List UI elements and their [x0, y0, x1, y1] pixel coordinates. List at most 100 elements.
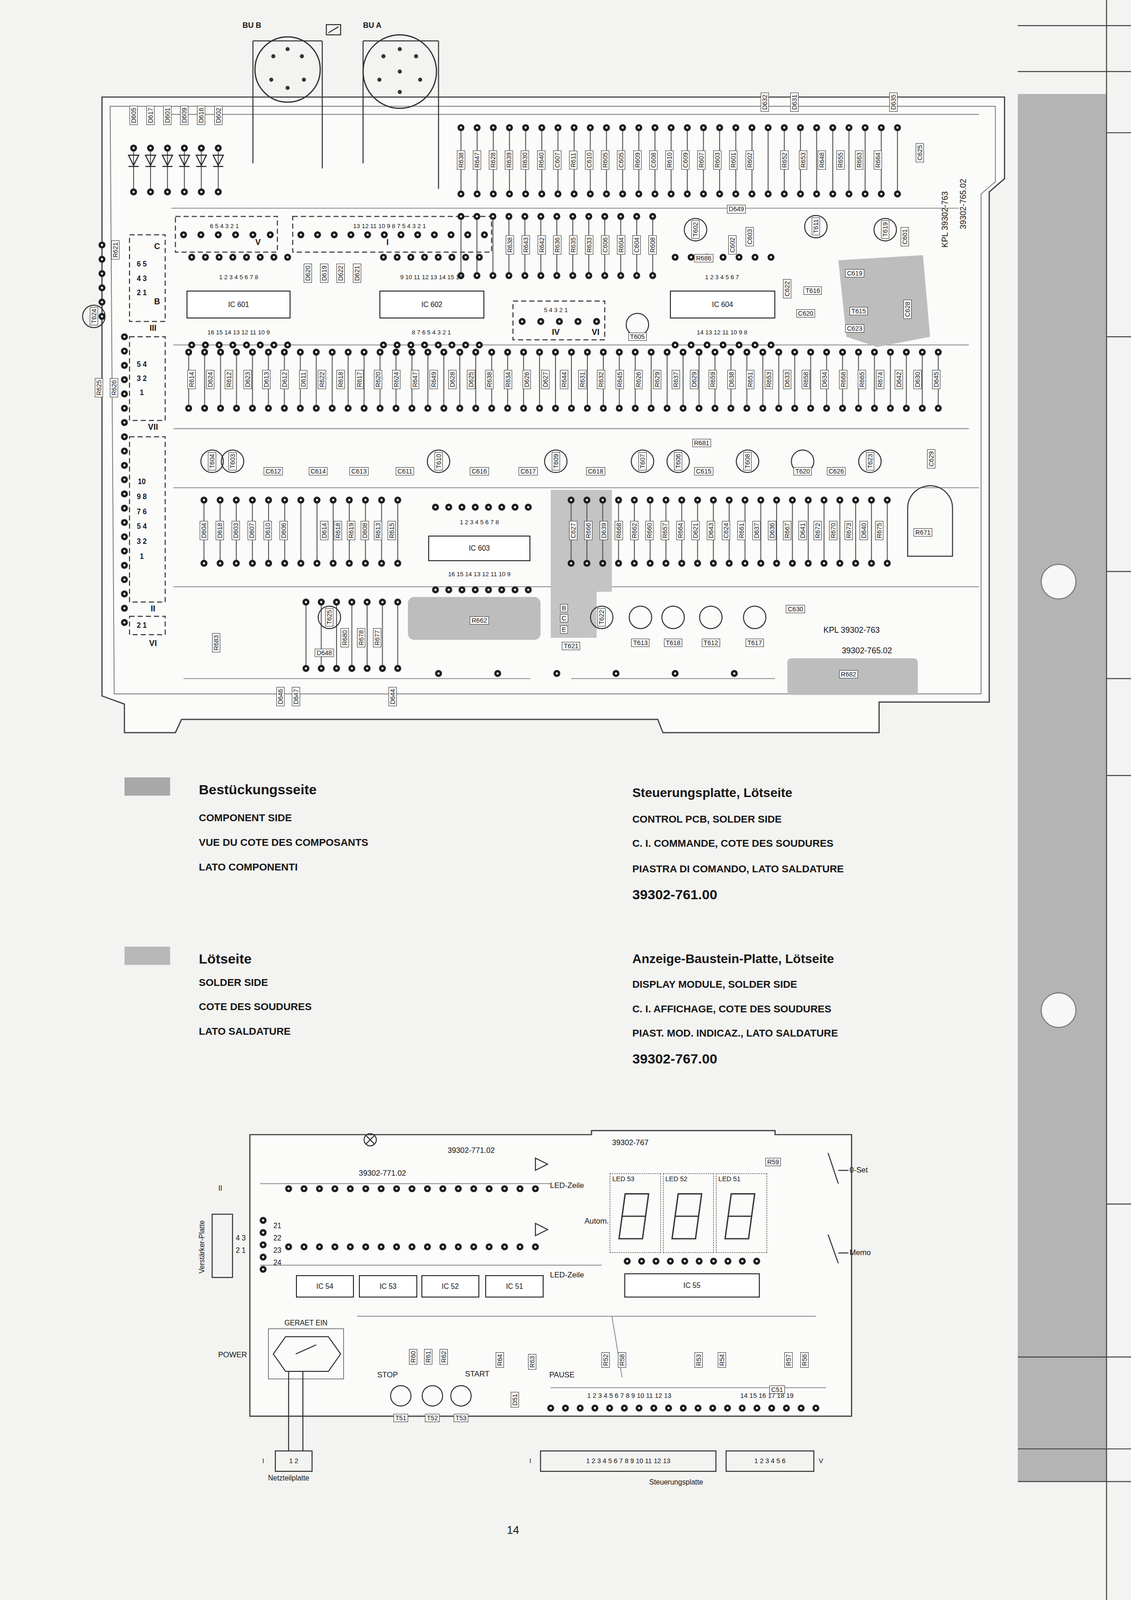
pad-hole [743, 561, 747, 565]
pad-hole [506, 406, 509, 410]
solder-pad [671, 669, 679, 677]
component-label: R622 [317, 369, 327, 390]
solder-pad [214, 144, 222, 152]
pad-hole [681, 350, 685, 353]
component-label: R680 [340, 627, 349, 648]
solder-pad [202, 341, 209, 349]
pad-hole [889, 406, 892, 410]
solder-pad [488, 348, 496, 356]
component-label: D612 [280, 369, 289, 390]
pad-hole [383, 233, 386, 236]
component-label: D604 [199, 520, 208, 540]
pad-hole [814, 1406, 818, 1409]
component-label: C604 [632, 235, 641, 255]
pad-hole [487, 505, 490, 509]
solder-pad [285, 1242, 292, 1250]
solder-pad [393, 253, 401, 261]
solder-pad [344, 404, 352, 412]
component-label: R668 [614, 520, 623, 540]
solder-pad [215, 253, 223, 261]
display-digit: LED 53 [609, 1172, 661, 1253]
component-label: D635 [889, 92, 898, 112]
pad-hole [593, 1406, 597, 1409]
solder-pad [98, 255, 106, 263]
solder-pad [667, 124, 675, 131]
solder-pad [120, 533, 128, 540]
pad-hole [487, 588, 490, 591]
component-label: D607 [247, 520, 256, 540]
legend-translation: SOLDER SIDE [198, 976, 269, 987]
solder-pad [313, 559, 321, 567]
pad-hole [476, 192, 479, 196]
solder-pad [217, 348, 224, 356]
solder-pad [164, 144, 172, 152]
legend-swatch [124, 946, 171, 965]
pad-hole [674, 672, 677, 675]
solder-pad [233, 348, 240, 356]
solder-pad [820, 496, 828, 504]
component-label: D609 [180, 105, 189, 125]
pad-hole [464, 343, 467, 347]
board-text: LED-Zeile [549, 1271, 585, 1279]
solder-pad [472, 404, 480, 412]
solder-pad [488, 404, 496, 412]
pad-hole [857, 350, 860, 353]
component-lead [200, 148, 202, 192]
solder-pad [302, 598, 310, 606]
component-label: R655 [836, 150, 845, 170]
component-label: R686 [694, 254, 714, 263]
solder-pad [829, 124, 837, 131]
solder-pad [524, 586, 532, 593]
component-label: T617 [745, 638, 764, 647]
component-label: R659 [708, 369, 717, 390]
solder-pad [420, 253, 428, 261]
pin-numbers: 6 5 4 3 2 1 [136, 257, 147, 301]
transistor-outline [736, 449, 759, 473]
pad-hole [475, 274, 478, 277]
component-label: D646 [276, 687, 285, 707]
solder-pad [448, 253, 456, 261]
pad-hole [527, 588, 530, 591]
pin-numbers: 1 2 3 4 5 6 7 [705, 274, 740, 281]
solder-pad [146, 188, 154, 196]
solder-pad [348, 598, 356, 606]
solder-pad [120, 347, 128, 355]
pad-hole [605, 192, 608, 196]
solder-pad [434, 253, 442, 261]
pad-hole [713, 406, 716, 410]
solder-pad [470, 1184, 478, 1192]
solder-pad [710, 1257, 717, 1265]
pad-hole [394, 350, 398, 353]
pad-hole [508, 192, 511, 196]
solder-pad [424, 404, 432, 412]
solder-pad [120, 361, 128, 369]
pad-hole [245, 343, 248, 347]
component-label: R59 [765, 1157, 781, 1166]
connector-name: Verstärker-Platte [198, 1219, 206, 1273]
pad-hole [315, 406, 318, 410]
pad-hole [603, 274, 607, 277]
pad-hole [363, 350, 366, 353]
pad-hole [785, 1406, 788, 1409]
solder-pad [264, 348, 272, 356]
component-label: D619 [320, 263, 329, 283]
pad-hole [299, 350, 302, 353]
solder-pad [202, 253, 209, 261]
component-label: R618 [336, 369, 345, 390]
component-label: C607 [553, 150, 562, 170]
solder-pad [394, 496, 402, 504]
solder-pad [561, 1404, 569, 1412]
component-label: R602 [745, 150, 754, 170]
component-lead [397, 601, 399, 669]
pin-numbers: 1 2 3 4 5 6 7 8 9 10 11 12 13 [586, 1457, 671, 1464]
solder-pad [120, 575, 128, 583]
solder-pad [757, 559, 765, 567]
pad-hole [807, 561, 810, 565]
solder-pad [420, 341, 428, 349]
pad-hole [870, 498, 873, 502]
solder-pad [788, 559, 796, 567]
pad-hole [380, 561, 383, 565]
component-lead [897, 127, 898, 194]
ic-box: IC 51 [485, 1274, 544, 1298]
pad-hole [791, 498, 794, 502]
